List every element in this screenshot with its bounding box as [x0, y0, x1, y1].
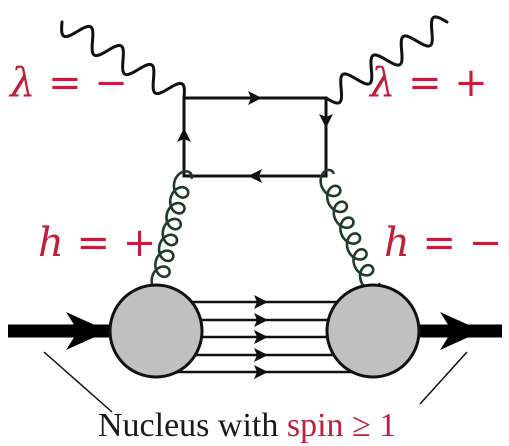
- gluon-left-line: [150, 170, 194, 294]
- incoming-arrow-head: [66, 312, 108, 350]
- right-nucleus-blob: [325, 283, 421, 379]
- photon-right-helicity-label: λ = +: [368, 60, 488, 106]
- gluon-left-helicity-label: h = +: [38, 220, 156, 266]
- caption: Nucleus with spin ≥ 1: [98, 407, 396, 444]
- caption-prefix: Nucleus with: [98, 407, 287, 444]
- arrow-left-up: [177, 128, 191, 142]
- gluon-right-helicity-label: h = −: [384, 220, 502, 266]
- incoming-photon-line: [60, 20, 186, 100]
- caption-spin-highlight: spin ≥ 1: [287, 407, 396, 444]
- photon-left-helicity-label: λ = −: [8, 60, 128, 106]
- arrow-right-down: [319, 114, 333, 128]
- caption-pointer-right: [419, 351, 468, 405]
- parton-arrows: [254, 295, 268, 379]
- caption-pointer-left: [43, 351, 113, 413]
- quark-loop-box: [177, 91, 333, 183]
- arrow-bottom-left: [248, 169, 262, 183]
- left-nucleus-blob: [108, 283, 204, 379]
- outgoing-photon-line: [324, 15, 449, 105]
- gluon-right-line: [319, 168, 382, 293]
- arrow-top-right: [248, 91, 262, 105]
- outgoing-arrow-head: [440, 312, 482, 350]
- incoming-nucleus-line: [8, 312, 112, 350]
